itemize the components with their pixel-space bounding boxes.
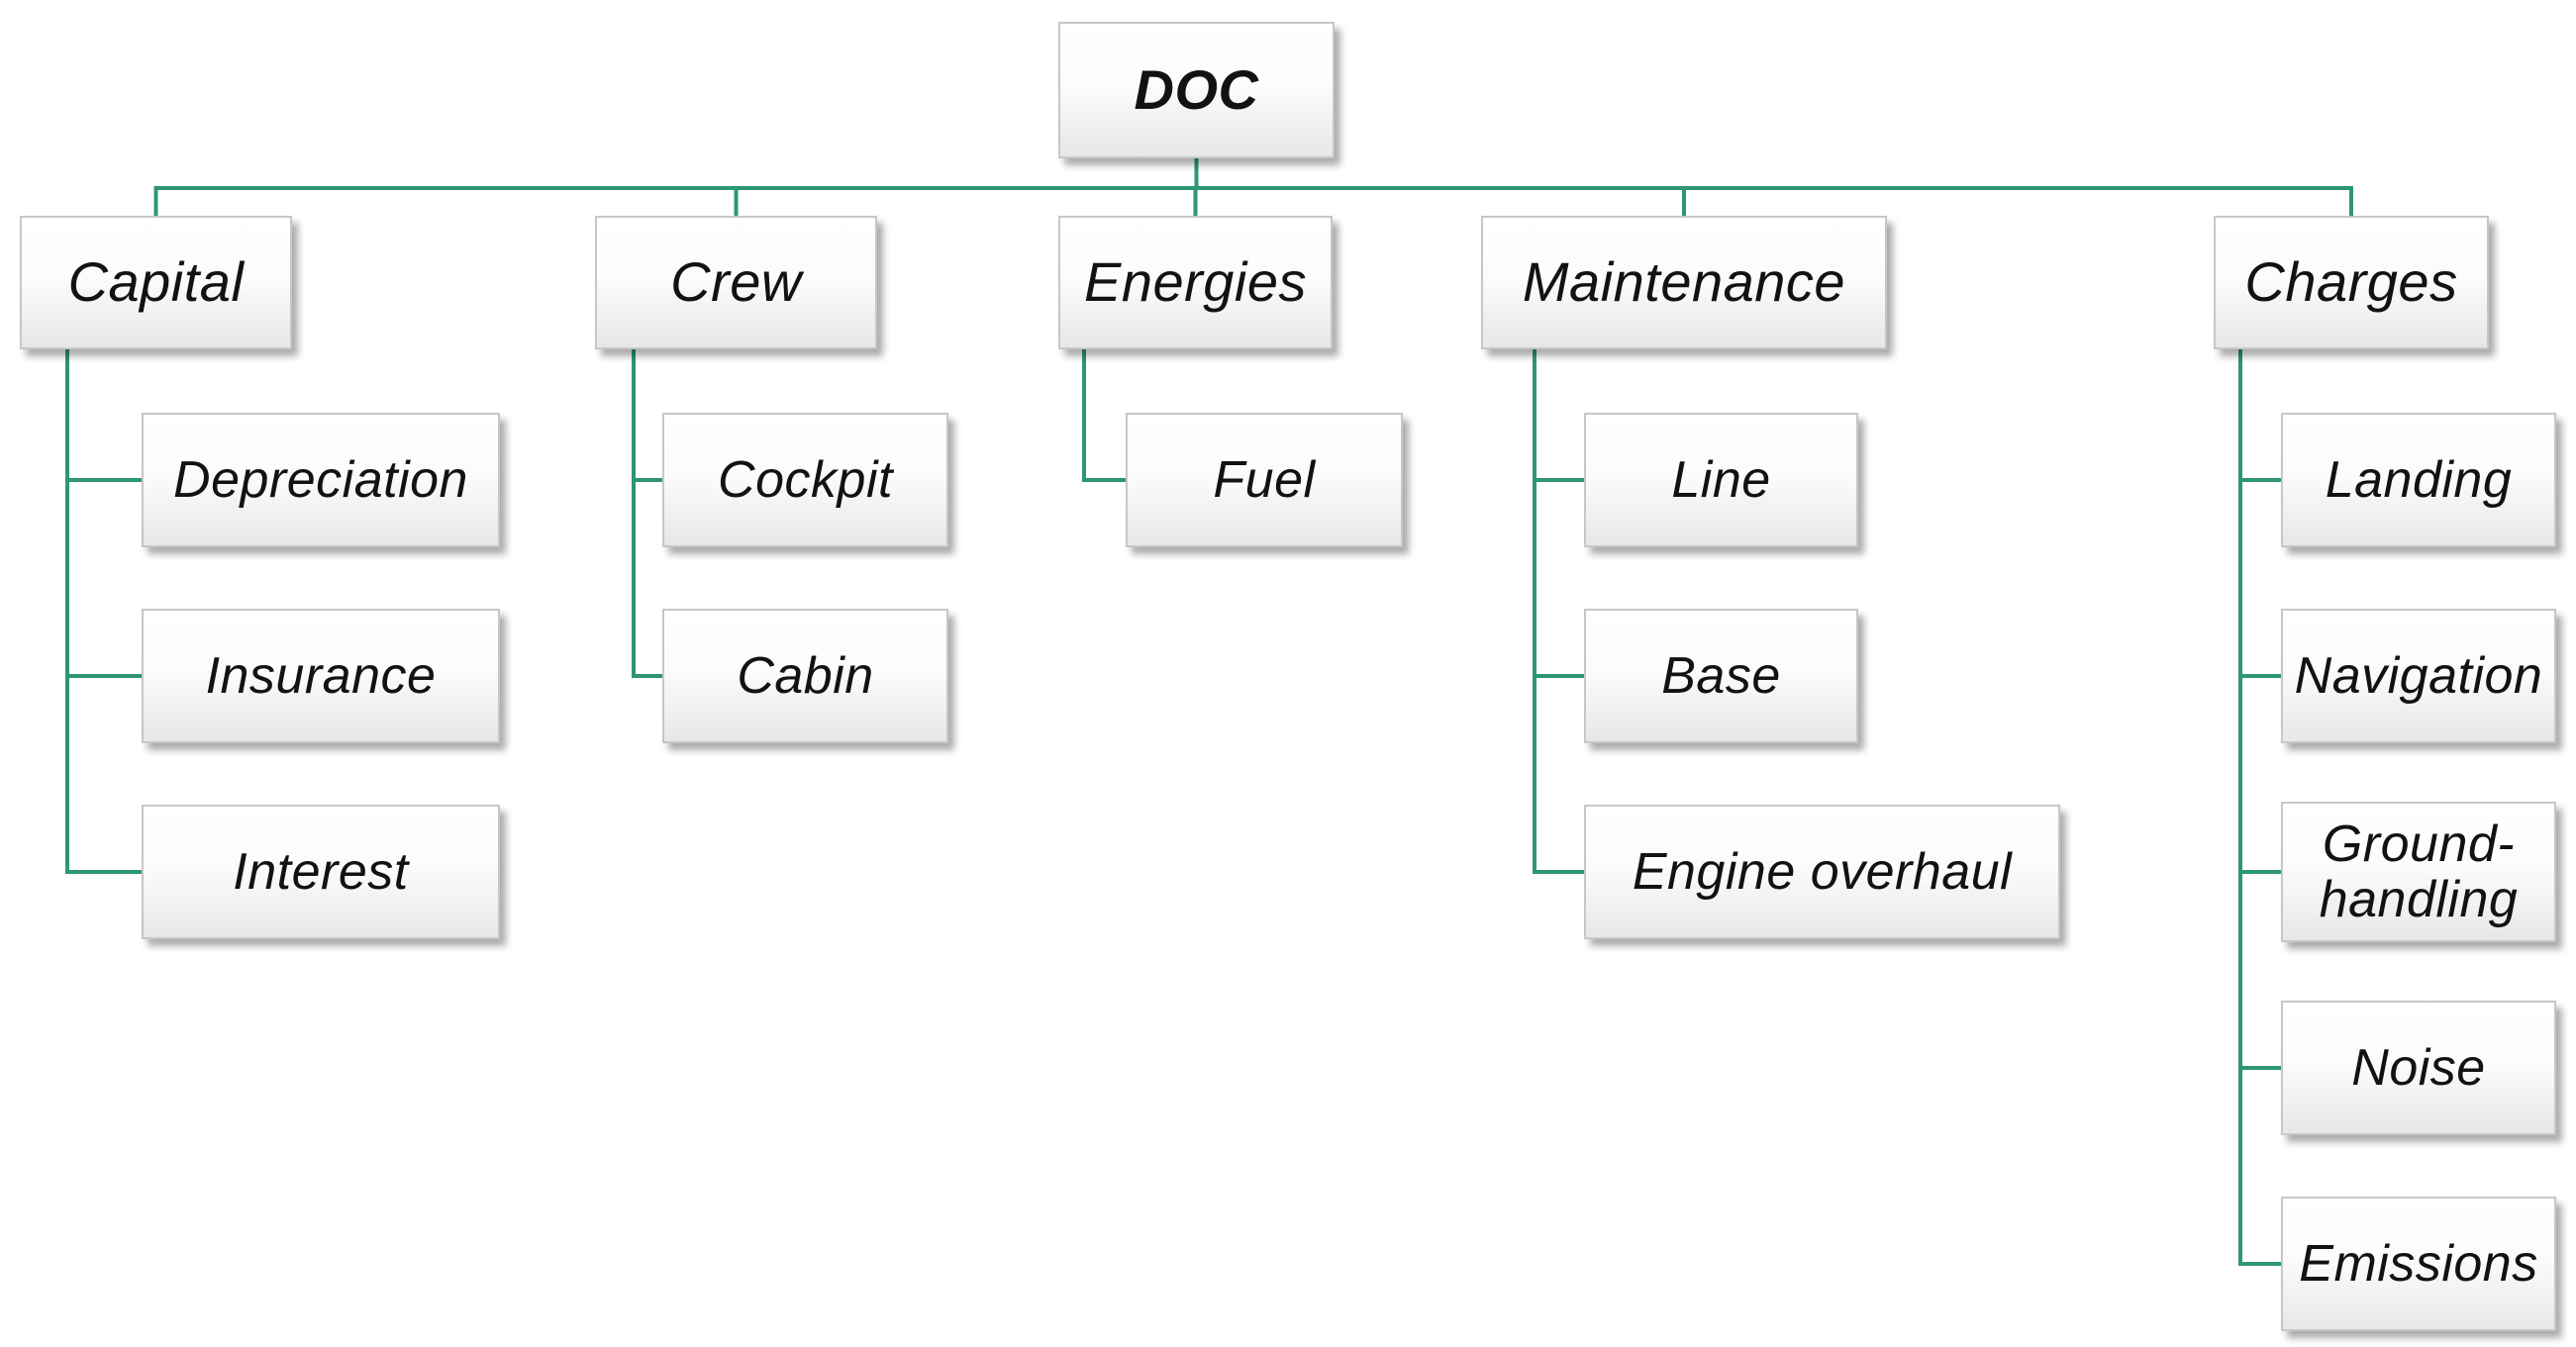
node-label-navigation: Navigation <box>2294 646 2543 705</box>
node-label-fuel: Fuel <box>1213 450 1316 509</box>
node-label-maintenance: Maintenance <box>1522 250 1846 314</box>
node-energies: Energies <box>1058 216 1333 349</box>
node-capital: Capital <box>20 216 292 349</box>
node-label-crew: Crew <box>670 250 802 314</box>
node-label-charges: Charges <box>2244 250 2458 314</box>
node-line: Line <box>1584 413 1858 547</box>
node-crew: Crew <box>595 216 877 349</box>
node-maintenance: Maintenance <box>1481 216 1887 349</box>
node-interest: Interest <box>142 805 500 939</box>
node-label-ground-handling: Ground-handling <box>2319 815 2519 928</box>
node-base: Base <box>1584 609 1858 743</box>
node-label-insurance: Insurance <box>205 646 437 705</box>
node-doc: DOC <box>1058 22 1335 158</box>
node-label-capital: Capital <box>67 250 245 314</box>
node-noise: Noise <box>2281 1001 2556 1135</box>
node-navigation: Navigation <box>2281 609 2556 743</box>
node-label-engine-overhaul: Engine overhaul <box>1632 842 2013 901</box>
node-label-landing: Landing <box>2325 450 2513 509</box>
node-fuel: Fuel <box>1126 413 1403 547</box>
node-label-interest: Interest <box>233 842 409 901</box>
node-charges: Charges <box>2214 216 2489 349</box>
node-label-emissions: Emissions <box>2299 1234 2538 1293</box>
node-label-cabin: Cabin <box>737 646 874 705</box>
node-ground-handling: Ground-handling <box>2281 802 2556 942</box>
node-label-base: Base <box>1661 646 1781 705</box>
node-label-noise: Noise <box>2351 1038 2486 1097</box>
node-landing: Landing <box>2281 413 2556 547</box>
node-cockpit: Cockpit <box>662 413 948 547</box>
node-cabin: Cabin <box>662 609 948 743</box>
node-label-doc: DOC <box>1134 57 1259 121</box>
node-insurance: Insurance <box>142 609 500 743</box>
node-emissions: Emissions <box>2281 1197 2556 1331</box>
node-label-cockpit: Cockpit <box>718 450 893 509</box>
node-depreciation: Depreciation <box>142 413 500 547</box>
node-label-energies: Energies <box>1083 250 1308 314</box>
node-label-line: Line <box>1671 450 1771 509</box>
node-engine-overhaul: Engine overhaul <box>1584 805 2060 939</box>
node-label-depreciation: Depreciation <box>173 450 468 509</box>
